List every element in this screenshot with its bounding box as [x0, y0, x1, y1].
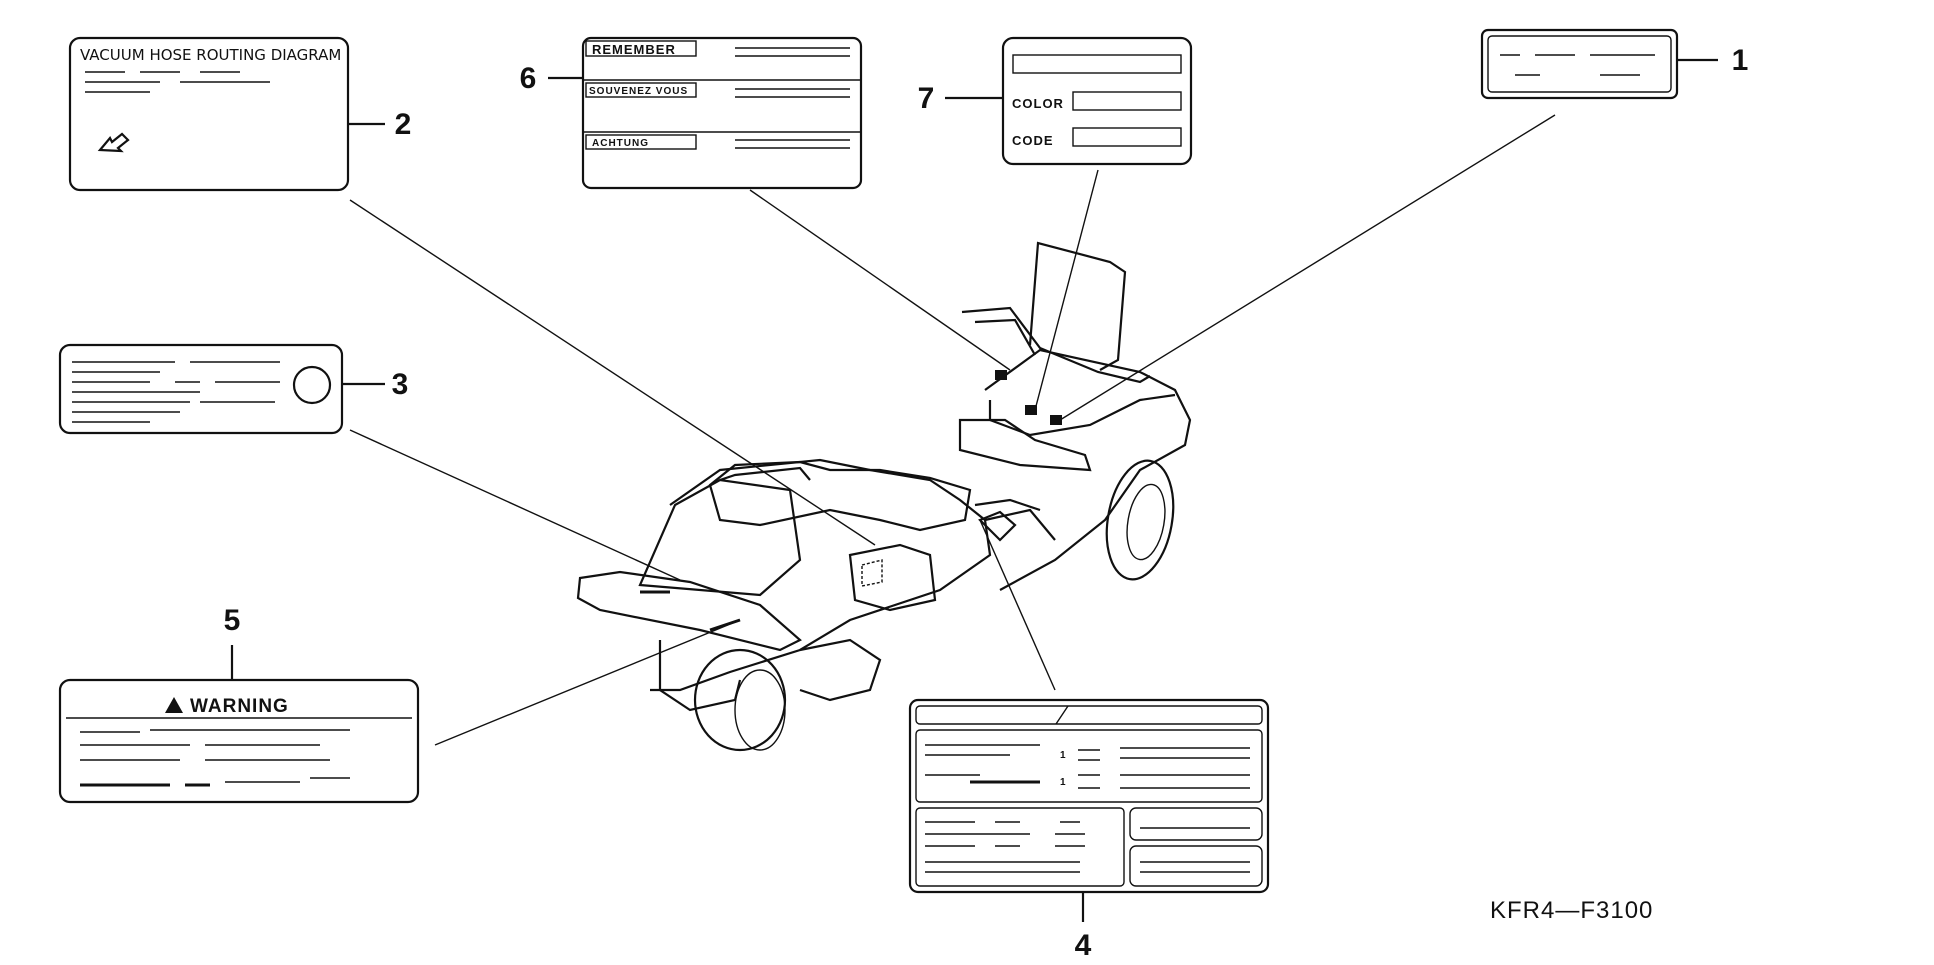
label-3-panel: 3: [58, 343, 409, 435]
callout-3: 3: [392, 368, 409, 401]
callout-4: 4: [1075, 929, 1092, 962]
svg-text:1: 1: [1060, 777, 1067, 788]
callout-1: 1: [1732, 44, 1749, 77]
label-5-panel: WARNING 5: [58, 604, 420, 804]
achtung-text: ACHTUNG: [592, 138, 649, 149]
label-2-panel: VACUUM HOSE ROUTING DIAGRAM 2: [68, 36, 412, 192]
diagram-code: KFR4—F3100: [1490, 897, 1653, 924]
scooter-illustration: [576, 241, 1192, 752]
circle-mark-icon: [292, 365, 332, 405]
code-text: CODE: [1012, 133, 1054, 148]
callout-7: 7: [918, 82, 935, 115]
warning-heading: WARNING: [190, 696, 289, 717]
vacuum-hose-title: VACUUM HOSE ROUTING DIAGRAM: [80, 46, 341, 64]
callout-2: 2: [395, 108, 412, 141]
label-7-panel: COLOR CODE 7: [918, 36, 1193, 166]
label-4-panel: 1 1 4: [908, 698, 1270, 962]
svg-text:1: 1: [1060, 750, 1067, 761]
leader-lines: [349, 114, 1556, 746]
label-6-panel: REMEMBER SOUVENEZ VOUS ACHTUNG 6: [520, 36, 863, 190]
remember-text: REMEMBER: [592, 42, 676, 57]
callout-5: 5: [224, 604, 241, 637]
label-1-panel: 1: [1480, 28, 1749, 100]
warning-triangle-icon: [165, 697, 183, 713]
arrow-icon: [97, 132, 130, 153]
souvenez-vous-text: SOUVENEZ VOUS: [589, 86, 688, 97]
color-text: COLOR: [1012, 96, 1064, 111]
callout-6: 6: [520, 62, 537, 95]
